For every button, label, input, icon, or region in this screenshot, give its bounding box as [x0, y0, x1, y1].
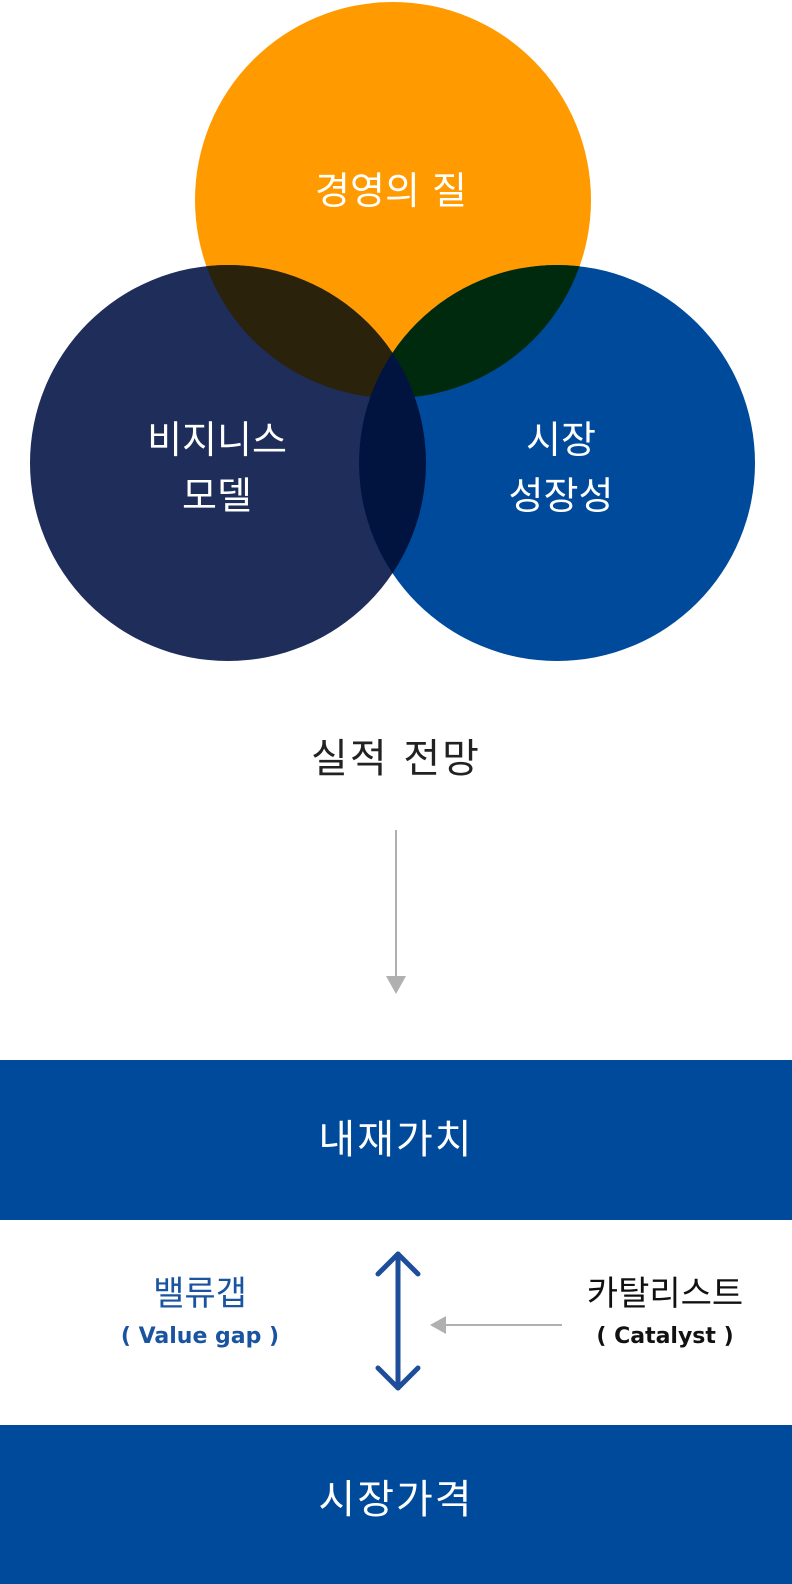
catalyst-title: 카탈리스트 [586, 1274, 744, 1314]
catalyst-subtitle: ( Catalyst ) [596, 1324, 734, 1349]
down-arrow-icon [386, 830, 406, 994]
catalyst-block: 카탈리스트 ( Catalyst ) [560, 1272, 770, 1349]
intrinsic-value-band: 내재가치 [0, 1060, 792, 1220]
venn-label-business-model-line2: 모델 [182, 474, 252, 518]
value-gap-subtitle: ( Value gap ) [120, 1324, 280, 1349]
value-gap-block: 밸류갭 ( Value gap ) [100, 1272, 300, 1349]
double-vertical-arrow-icon [375, 1251, 421, 1391]
value-gap-title: 밸류갭 [153, 1274, 247, 1314]
market-price-label: 시장가격 [318, 1477, 474, 1523]
market-price-band: 시장가격 [0, 1425, 792, 1584]
venn-label-market-growth-line1: 시장 [526, 418, 596, 462]
venn-overlap-top-right [359, 265, 591, 398]
venn-label-management-quality: 경영의 질 [315, 169, 467, 213]
venn-label-market-growth-line2: 성장성 [509, 474, 614, 518]
venn-diagram: 경영의 질 비지니스 모델 시장 성장성 [30, 2, 755, 661]
left-arrow-icon [430, 1316, 562, 1334]
intrinsic-value-label: 내재가치 [318, 1117, 474, 1163]
venn-label-business-model-line1: 비지니스 [147, 418, 287, 462]
venn-overlap-top-left [195, 265, 426, 398]
earnings-outlook-label: 실적 전망 [311, 736, 481, 782]
